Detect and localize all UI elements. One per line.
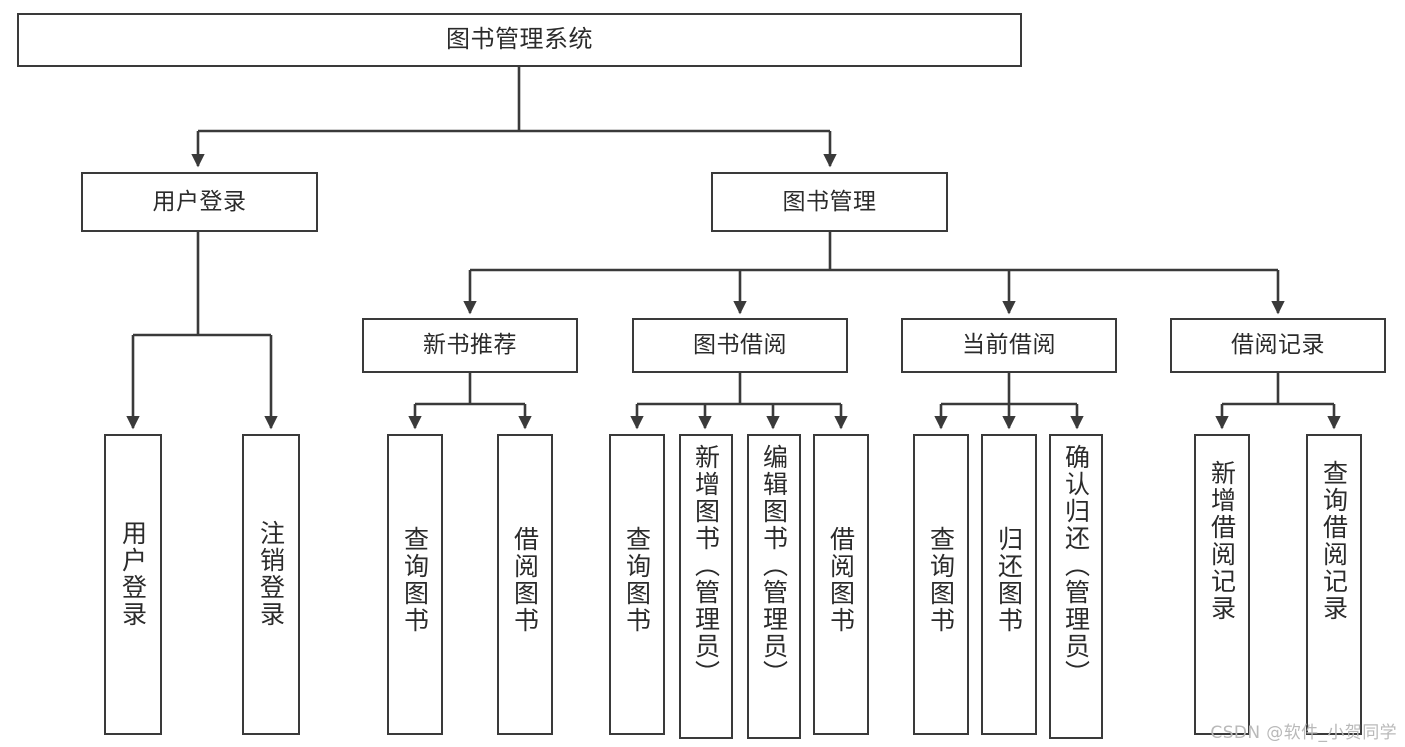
node-leaf-edit-book[interactable]: 编辑图书（管理员）: [747, 434, 801, 739]
node-label: 借阅图书: [510, 526, 540, 634]
node-label: 注销登录: [256, 520, 286, 628]
node-leaf-add-record[interactable]: 新增借阅记录: [1194, 434, 1250, 735]
node-root-book-management-system[interactable]: 图书管理系统: [17, 13, 1022, 67]
csdn-watermark: CSDN @软件_小贺同学: [1210, 723, 1397, 743]
node-new-book-recommend[interactable]: 新书推荐: [362, 318, 578, 373]
node-label: 新增借阅记录: [1207, 460, 1237, 622]
node-user-login[interactable]: 用户登录: [81, 172, 318, 232]
node-label: 编辑图书（管理员）: [759, 444, 789, 687]
node-book-management[interactable]: 图书管理: [711, 172, 948, 232]
node-label: 查询图书: [926, 526, 956, 634]
node-leaf-add-book[interactable]: 新增图书（管理员）: [679, 434, 733, 739]
node-book-borrow[interactable]: 图书借阅: [632, 318, 848, 373]
node-label: 图书借阅: [693, 332, 787, 359]
node-label: 图书管理: [782, 188, 877, 215]
node-leaf-query-book-1[interactable]: 查询图书: [387, 434, 443, 735]
node-borrow-record[interactable]: 借阅记录: [1170, 318, 1386, 373]
node-label: 查询借阅记录: [1319, 460, 1349, 622]
node-label: 当前借阅: [962, 332, 1056, 359]
node-label: 借阅记录: [1231, 332, 1325, 359]
node-leaf-return-book[interactable]: 归还图书: [981, 434, 1037, 735]
node-label: 新增图书（管理员）: [691, 444, 721, 687]
node-label: 查询图书: [622, 526, 652, 634]
node-leaf-query-book-2[interactable]: 查询图书: [609, 434, 665, 735]
node-leaf-logout-login[interactable]: 注销登录: [242, 434, 300, 735]
node-leaf-user-login[interactable]: 用户登录: [104, 434, 162, 735]
node-label: 归还图书: [994, 526, 1024, 634]
node-leaf-confirm-return[interactable]: 确认归还（管理员）: [1049, 434, 1103, 739]
node-label: 查询图书: [400, 526, 430, 634]
node-label: 图书管理系统: [446, 25, 593, 54]
node-leaf-borrow-book-2[interactable]: 借阅图书: [813, 434, 869, 735]
node-leaf-query-record[interactable]: 查询借阅记录: [1306, 434, 1362, 735]
node-label: 借阅图书: [826, 526, 856, 634]
node-current-borrow[interactable]: 当前借阅: [901, 318, 1117, 373]
node-label: 用户登录: [118, 520, 148, 628]
node-leaf-borrow-book-1[interactable]: 借阅图书: [497, 434, 553, 735]
node-leaf-query-book-3[interactable]: 查询图书: [913, 434, 969, 735]
node-label: 新书推荐: [423, 332, 517, 359]
node-label: 确认归还（管理员）: [1061, 444, 1091, 687]
node-label: 用户登录: [152, 188, 247, 215]
